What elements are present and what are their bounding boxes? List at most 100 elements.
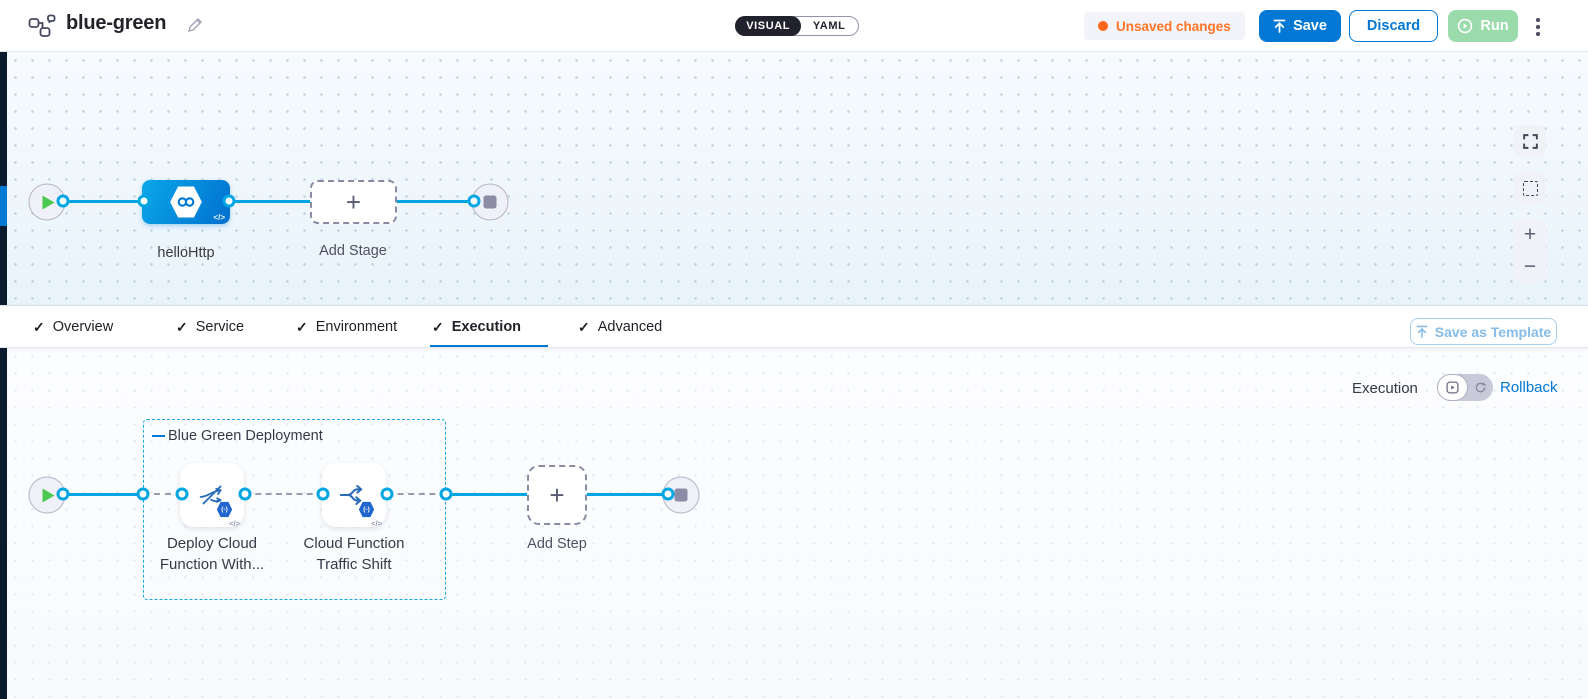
- discard-label: Discard: [1366, 18, 1421, 34]
- code-icon: </>: [229, 519, 240, 528]
- unsaved-dot-icon: [1098, 21, 1108, 31]
- connector-line: [63, 200, 145, 203]
- step-label: Deploy Cloud Function With...: [159, 535, 265, 573]
- tab-execution[interactable]: ✓ Execution: [432, 306, 521, 348]
- tab-label: Execution: [451, 319, 522, 335]
- tab-label: Advanced: [597, 319, 663, 335]
- pipeline-icon: [28, 14, 56, 43]
- execution-rollback-toggle[interactable]: [1437, 374, 1493, 401]
- toggle-yaml[interactable]: YAML: [812, 20, 846, 32]
- active-tab-underline: [430, 344, 548, 347]
- connector-port[interactable]: [316, 487, 330, 501]
- toggle-visual[interactable]: VISUAL: [735, 16, 802, 36]
- connector-port[interactable]: [175, 487, 189, 501]
- connector-line: [63, 493, 143, 496]
- edit-title-icon[interactable]: [186, 16, 204, 39]
- add-step-label: Add Step: [527, 536, 587, 552]
- rail-accent-bar: [0, 186, 7, 226]
- dashed-connector: [387, 493, 446, 495]
- connector-port[interactable]: [136, 487, 150, 501]
- save-button[interactable]: Save: [1259, 10, 1341, 42]
- step-group-label: Blue Green Deployment: [168, 428, 323, 444]
- more-options-button[interactable]: [1530, 15, 1546, 39]
- run-button[interactable]: Run: [1448, 10, 1518, 42]
- connector-port[interactable]: [56, 194, 70, 208]
- fullscreen-icon: [1522, 133, 1538, 149]
- visual-yaml-toggle: VISUAL YAML: [735, 16, 859, 36]
- connector-port[interactable]: [661, 487, 675, 501]
- connector-line: [587, 493, 668, 496]
- pipeline-end-node[interactable]: [471, 183, 509, 221]
- execution-mode-label: Execution: [1352, 380, 1418, 397]
- check-icon: ✓: [432, 318, 444, 335]
- step-node-deploy-cloud-function[interactable]: (-) </>: [180, 463, 244, 528]
- collapse-icon: [152, 434, 165, 438]
- start-play-icon: [42, 488, 55, 502]
- step-group-header[interactable]: Blue Green Deployment: [152, 428, 323, 444]
- add-step-button[interactable]: +: [527, 465, 587, 525]
- connector-port[interactable]: [222, 194, 236, 208]
- zoom-out-button[interactable]: −: [1523, 255, 1537, 278]
- cloud-function-badge-icon: (-): [216, 501, 233, 518]
- discard-button[interactable]: Discard: [1349, 10, 1438, 42]
- stage-node-hellohttp[interactable]: </>: [142, 180, 230, 224]
- upload-icon: [1416, 325, 1428, 338]
- step-node-traffic-shift[interactable]: (-) </>: [322, 463, 386, 528]
- stop-square-icon: [674, 488, 688, 502]
- fit-to-view-button[interactable]: [1514, 172, 1546, 204]
- fit-to-view-icon: [1522, 180, 1538, 196]
- zoom-in-button[interactable]: +: [1523, 223, 1537, 246]
- rollback-icon: [1475, 382, 1486, 393]
- dashed-connector: [143, 493, 182, 495]
- plus-icon: +: [345, 186, 362, 217]
- connector-line: [397, 200, 475, 203]
- tab-service[interactable]: ✓ Service: [176, 306, 244, 348]
- dashed-connector: [245, 493, 323, 495]
- run-play-icon: [1458, 18, 1473, 34]
- connector-port[interactable]: [439, 487, 453, 501]
- save-as-template-label: Save as Template: [1434, 323, 1552, 340]
- check-icon: ✓: [296, 318, 308, 335]
- traffic-shift-icon: [339, 484, 363, 506]
- plus-icon: +: [549, 479, 565, 510]
- rollback-link[interactable]: Rollback: [1500, 379, 1558, 396]
- connector-port[interactable]: [137, 194, 151, 208]
- connector-port[interactable]: [56, 487, 70, 501]
- tab-overview[interactable]: ✓ Overview: [33, 306, 113, 348]
- start-play-icon: [42, 195, 55, 209]
- execution-canvas[interactable]: [7, 348, 1588, 699]
- add-stage-button[interactable]: +: [310, 180, 397, 224]
- step-group-blue-green[interactable]: [143, 419, 446, 600]
- connector-line: [446, 493, 527, 496]
- check-icon: ✓: [578, 318, 590, 335]
- tab-environment[interactable]: ✓ Environment: [296, 306, 397, 348]
- check-icon: ✓: [176, 318, 188, 335]
- check-icon: ✓: [33, 318, 45, 335]
- stage-name-label: helloHttp: [157, 245, 215, 261]
- stage-tabbar: ✓ Overview ✓ Service ✓ Environment ✓ Exe…: [0, 305, 1588, 348]
- code-icon: </>: [371, 519, 382, 528]
- save-arrow-icon: [1273, 19, 1286, 33]
- pipeline-canvas[interactable]: [7, 52, 1588, 305]
- deploy-function-icon: [199, 485, 222, 505]
- unsaved-changes-badge: Unsaved changes: [1084, 12, 1245, 40]
- code-icon: </>: [213, 213, 225, 222]
- tab-label: Overview: [52, 319, 114, 335]
- connector-port[interactable]: [467, 194, 481, 208]
- deployment-hex-icon: [170, 186, 202, 218]
- rollback-mode-segment[interactable]: [1468, 374, 1493, 401]
- save-as-template-button[interactable]: Save as Template: [1410, 318, 1557, 345]
- connector-port[interactable]: [238, 487, 252, 501]
- header: blue-green VISUAL YAML Unsaved changes S…: [0, 0, 1588, 52]
- connector-port[interactable]: [380, 487, 394, 501]
- pipeline-title: blue-green: [66, 12, 167, 34]
- unsaved-changes-label: Unsaved changes: [1116, 18, 1231, 34]
- fullscreen-button[interactable]: [1514, 125, 1546, 157]
- cloud-function-badge-icon: (-): [358, 501, 375, 518]
- tab-advanced[interactable]: ✓ Advanced: [578, 306, 662, 348]
- add-stage-label: Add Stage: [319, 243, 387, 259]
- execution-mode-segment[interactable]: [1437, 374, 1468, 401]
- execution-steps-icon: [1446, 381, 1459, 394]
- connector-line: [229, 200, 312, 203]
